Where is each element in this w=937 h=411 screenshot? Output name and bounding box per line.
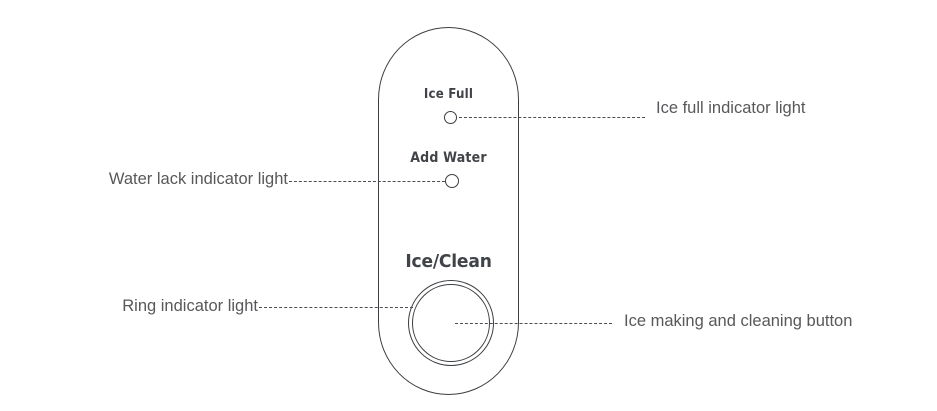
device-label-ice-full: Ice Full [423,86,474,102]
leader-line-water-lack-indicator [289,181,445,182]
leader-line-ring-indicator [259,307,413,308]
leader-line-ice-full-indicator [459,117,645,118]
device-label-ice-clean: Ice/Clean [405,251,492,272]
leader-line-ice-making-cleaning-button [455,323,612,324]
device-label-add-water: Add Water [410,150,487,166]
callout-label-ice-making-cleaning-button: Ice making and cleaning button [624,312,853,330]
callout-label-ice-full-indicator: Ice full indicator light [656,99,806,117]
ice-full-indicator-light [444,111,457,124]
callout-label-ring-indicator: Ring indicator light [122,297,258,315]
water-lack-indicator-light [445,174,459,188]
callout-label-water-lack-indicator: Water lack indicator light [108,170,288,188]
